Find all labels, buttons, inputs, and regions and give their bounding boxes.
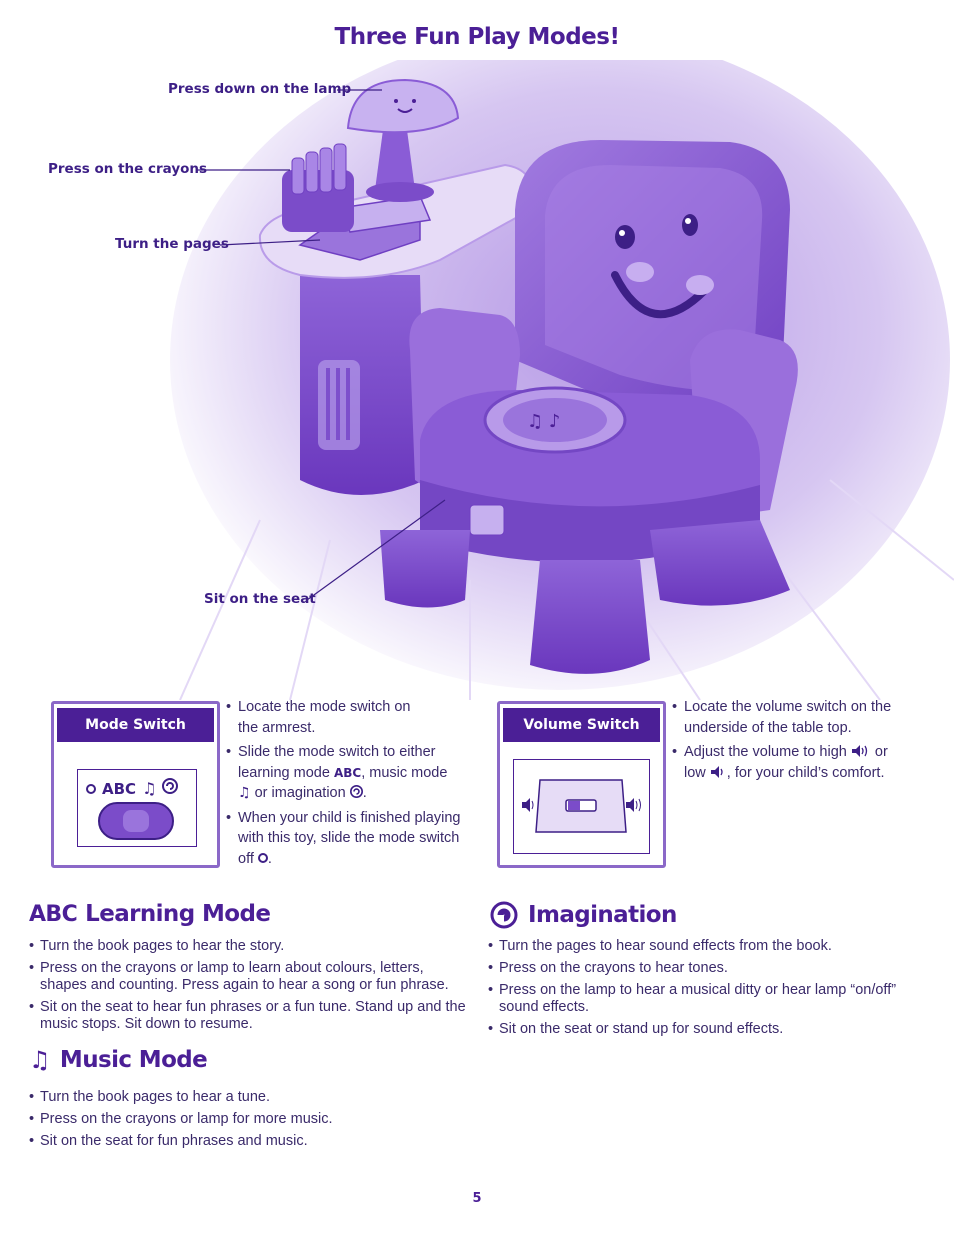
imagination-heading: Imagination bbox=[490, 901, 677, 929]
music-mode-heading: ♫ Music Mode bbox=[29, 1046, 208, 1074]
music-mode-title: Music Mode bbox=[59, 1047, 208, 1073]
svg-text:♫ ♪: ♫ ♪ bbox=[527, 411, 560, 432]
mode-switch-header: Mode Switch bbox=[57, 708, 214, 742]
callout-seat: Sit on the seat bbox=[204, 591, 316, 607]
abc-label: ABC bbox=[29, 901, 78, 927]
abc-label: ABC bbox=[333, 765, 362, 780]
mode-switch-panel: Mode Switch ABC ♫ bbox=[51, 701, 220, 868]
list-item: Sit on the seat for fun phrases and musi… bbox=[29, 1133, 469, 1150]
chair-illustration: ♫ ♪ bbox=[170, 60, 954, 700]
list-item: Locate the volume switch on theunderside… bbox=[672, 697, 942, 738]
speaker-high-icon bbox=[851, 745, 868, 757]
learning-mode-heading: ABC Learning Mode bbox=[29, 901, 271, 927]
list-item: When your child is finished playingwith … bbox=[226, 808, 486, 870]
list-item: Turn the book pages to hear the story. bbox=[29, 938, 469, 955]
list-item: Sit on the seat to hear fun phrases or a… bbox=[29, 999, 469, 1033]
callout-lamp: Press down on the lamp bbox=[168, 81, 352, 97]
speaker-low-icon bbox=[710, 765, 723, 778]
music-notes-icon: ♫ bbox=[238, 785, 251, 801]
music-notes-icon: ♫ bbox=[142, 779, 157, 798]
callout-pages: Turn the pages bbox=[115, 236, 229, 252]
page-title: Three Fun Play Modes! bbox=[334, 24, 620, 50]
list-item: Press on the crayons or lamp to learn ab… bbox=[29, 960, 469, 994]
list-item: Press on the crayons to hear tones. bbox=[488, 960, 928, 977]
list-item: Press on the lamp to hear a musical ditt… bbox=[488, 982, 928, 1016]
list-item: Slide the mode switch to eitherlearning … bbox=[226, 742, 486, 804]
swirl-icon bbox=[490, 901, 518, 929]
speaker-high-icon bbox=[626, 798, 641, 812]
mode-switch-slider bbox=[98, 802, 174, 840]
off-circle-icon bbox=[257, 852, 268, 863]
music-notes-icon: ♫ bbox=[29, 1046, 51, 1074]
swirl-icon bbox=[349, 785, 363, 798]
volume-switch-instructions: Locate the volume switch on theunderside… bbox=[672, 697, 942, 787]
learning-mode-title: Learning Mode bbox=[85, 901, 271, 927]
volume-switch-header: Volume Switch bbox=[503, 708, 660, 742]
imagination-title: Imagination bbox=[528, 902, 677, 928]
list-item: Turn the pages to hear sound effects fro… bbox=[488, 938, 928, 955]
callout-crayons: Press on the crayons bbox=[48, 161, 208, 177]
volume-switch-panel: Volume Switch bbox=[497, 701, 666, 868]
abc-label: ABC bbox=[102, 779, 137, 798]
page-number: 5 bbox=[472, 1191, 482, 1206]
off-circle-icon bbox=[86, 783, 96, 794]
learning-mode-list: Turn the book pages to hear the story. P… bbox=[29, 938, 469, 1038]
music-mode-list: Turn the book pages to hear a tune. Pres… bbox=[29, 1089, 469, 1155]
volume-switch-diagram bbox=[513, 759, 650, 854]
list-item: Turn the book pages to hear a tune. bbox=[29, 1089, 469, 1106]
mode-switch-diagram: ABC ♫ bbox=[77, 769, 197, 847]
speaker-low-icon bbox=[522, 798, 534, 812]
imagination-list: Turn the pages to hear sound effects fro… bbox=[488, 938, 928, 1043]
swirl-icon bbox=[162, 778, 179, 799]
list-item: Press on the crayons or lamp for more mu… bbox=[29, 1111, 469, 1128]
list-item: Sit on the seat or stand up for sound ef… bbox=[488, 1021, 928, 1038]
mode-switch-labels: ABC ♫ bbox=[86, 778, 179, 799]
